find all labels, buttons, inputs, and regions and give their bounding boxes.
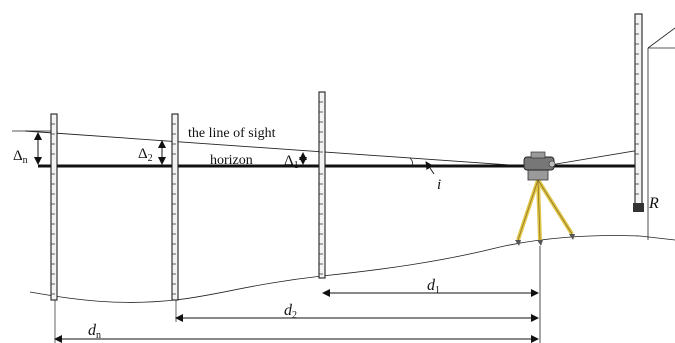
line-of-sight [24, 130, 539, 168]
d1-label: d1 [427, 277, 440, 296]
d2-label: d2 [284, 302, 297, 321]
angle-i-arc [409, 157, 414, 167]
line-of-sight-label: the line of sight [188, 126, 276, 141]
rod-R-label: R [648, 195, 659, 212]
staff-2 [171, 113, 179, 301]
angle-i-label: i [437, 177, 441, 193]
staff-n [50, 113, 58, 301]
horizon-label: horizon [210, 153, 253, 168]
delta-1-label: Δ1 [284, 153, 299, 171]
dn-label: dn [88, 322, 101, 341]
level-instrument [515, 151, 575, 246]
angle-i-leader [425, 161, 435, 175]
delta-2-label: Δ2 [138, 146, 153, 164]
staff-1 [318, 91, 326, 279]
building-outline [647, 27, 675, 240]
staff-R [633, 13, 644, 212]
delta-n-label: Δn [13, 148, 28, 166]
ground-line [29, 235, 675, 303]
